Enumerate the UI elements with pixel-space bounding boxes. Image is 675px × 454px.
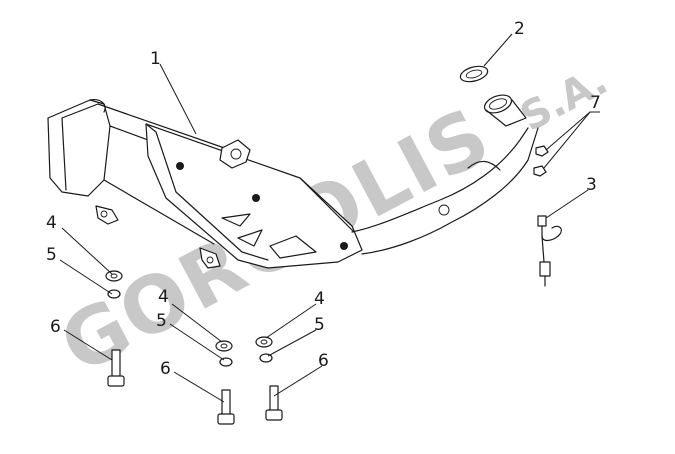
callout-spring-washer-a: 5 xyxy=(46,245,57,265)
callout-washer-c: 4 xyxy=(314,289,325,309)
callout-spring-washer-b: 5 xyxy=(156,311,167,331)
callout-bolt-c: 6 xyxy=(318,351,329,371)
callout-bolt-b: 6 xyxy=(160,359,171,379)
callout-labels: 1 2 7 3 4 5 4 5 4 5 6 6 6 xyxy=(46,19,601,379)
callout-bolt-a: 6 xyxy=(50,317,61,337)
callout-spring-washer-c: 5 xyxy=(314,315,325,335)
callout-muffler: 1 xyxy=(150,49,161,69)
washer-parts xyxy=(105,270,273,367)
gasket-part xyxy=(459,65,489,83)
callout-gasket: 2 xyxy=(514,19,525,39)
callout-washer-a: 4 xyxy=(46,213,57,233)
nut-parts xyxy=(533,145,549,177)
callout-washer-b: 4 xyxy=(158,287,169,307)
callout-o2-sensor: 3 xyxy=(586,175,597,195)
muffler-part xyxy=(47,94,539,269)
callout-nut: 7 xyxy=(590,93,601,113)
leader-lines xyxy=(59,33,600,403)
bolt-parts xyxy=(107,349,283,425)
o2-sensor-part xyxy=(537,215,562,287)
